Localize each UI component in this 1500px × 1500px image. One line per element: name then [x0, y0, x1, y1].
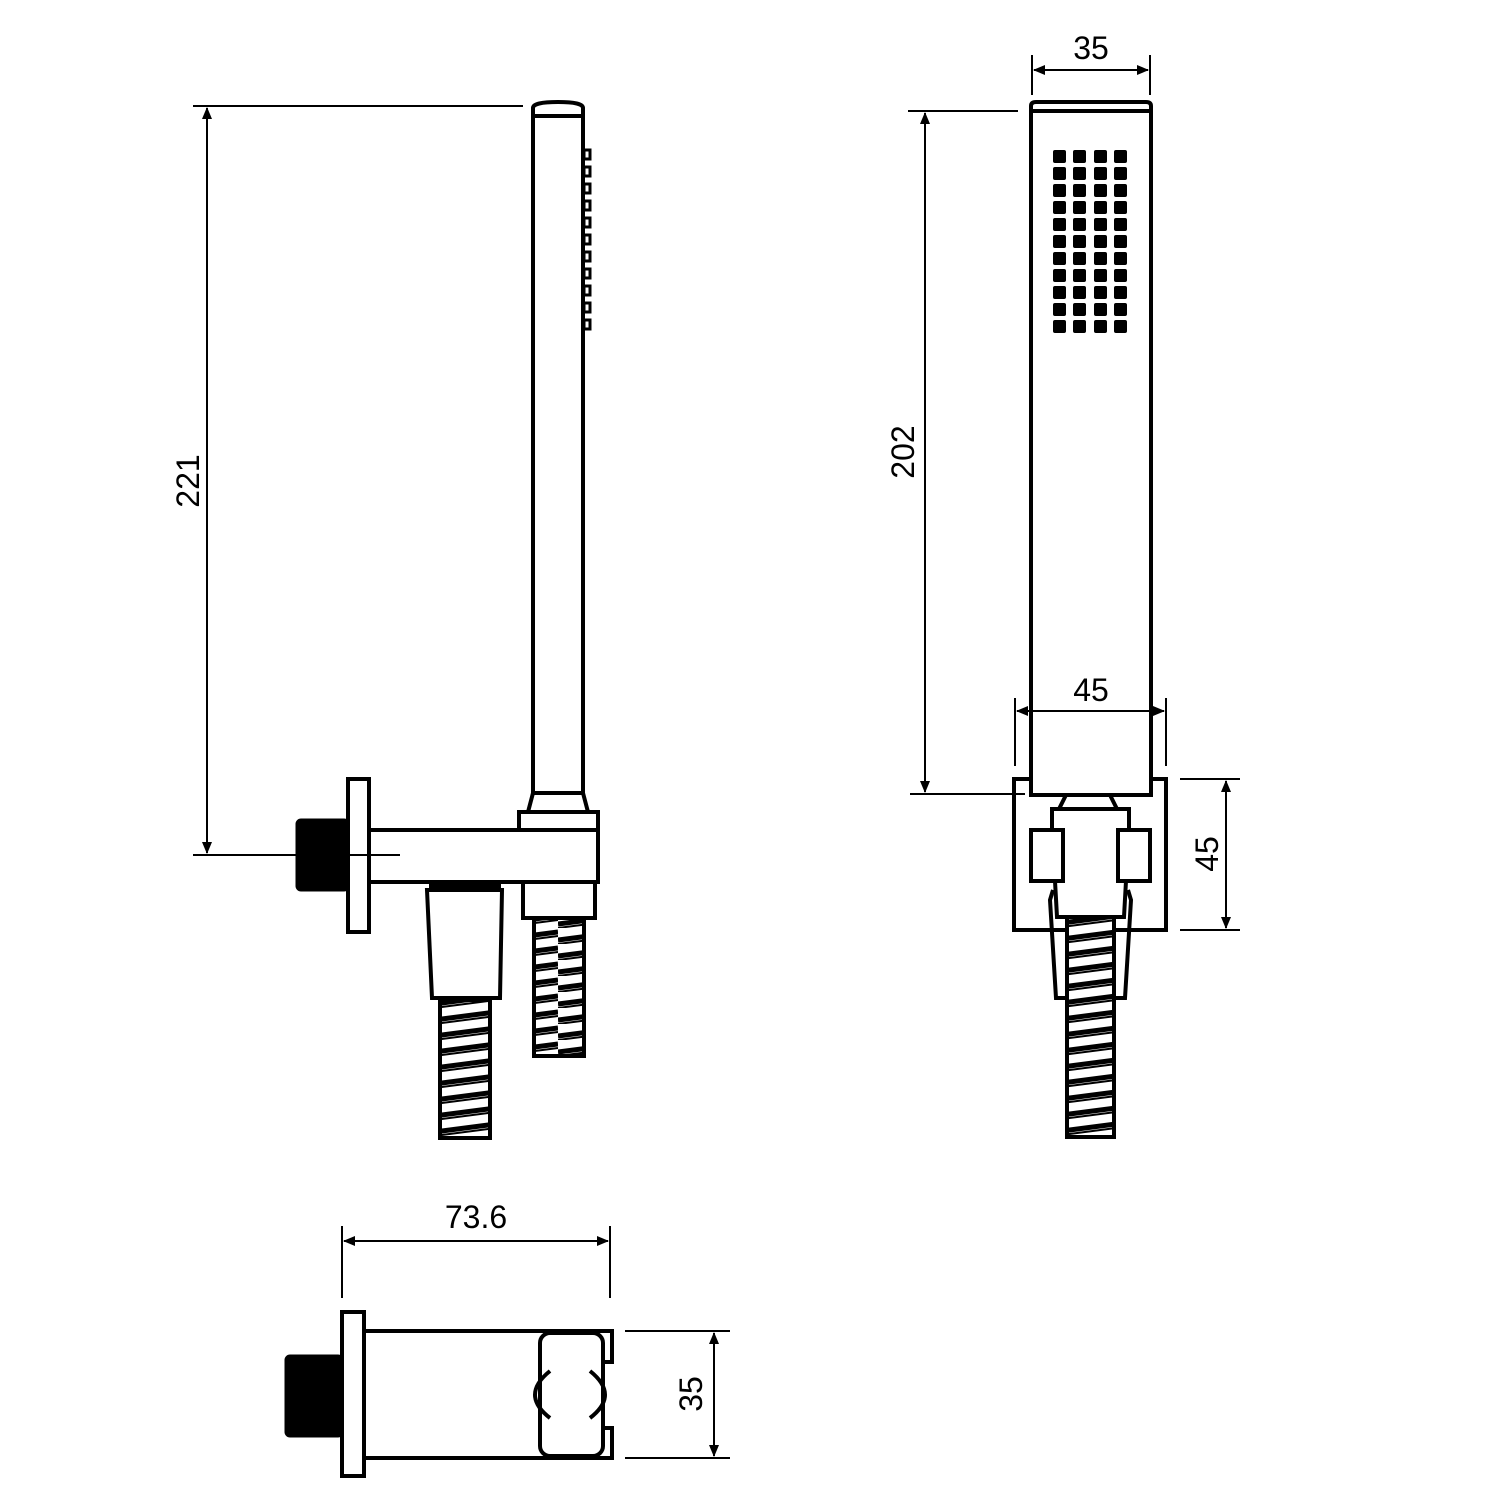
dimension-overall-height — [193, 105, 523, 856]
dimension-bracket-width — [1014, 698, 1167, 766]
spray-nozzle-grid — [1053, 150, 1127, 333]
handset-front — [1029, 100, 1153, 797]
top-holder — [538, 1331, 605, 1458]
hose-left — [438, 998, 492, 1140]
threaded-inlet — [295, 818, 350, 892]
holder-bottom — [521, 880, 597, 920]
top-view — [284, 1226, 730, 1478]
label-handset-height: 202 — [885, 425, 921, 479]
nozzle-ribs — [582, 148, 592, 331]
hose-nut — [424, 888, 505, 1000]
label-overall-height: 221 — [170, 454, 206, 508]
label-bracket-height: 45 — [1189, 836, 1225, 872]
label-handset-width: 35 — [1073, 30, 1109, 66]
outlet-arm — [367, 828, 600, 884]
label-bracket-width: 45 — [1073, 672, 1109, 708]
label-projection-depth: 73.6 — [444, 1199, 508, 1235]
top-wall-flange — [340, 1310, 366, 1478]
clip-right — [1116, 828, 1152, 883]
top-body — [364, 1329, 614, 1460]
dimension-handset-width — [1031, 55, 1151, 95]
dimension-projection-depth — [341, 1226, 611, 1298]
front-view — [908, 55, 1240, 1139]
dimension-bracket-height — [1180, 778, 1240, 931]
side-view — [193, 99, 600, 1140]
dimension-body-width — [625, 1330, 730, 1459]
top-threaded-inlet — [284, 1354, 344, 1438]
handset-side — [525, 99, 591, 814]
clip-left — [1029, 828, 1065, 883]
hose-front — [1065, 915, 1116, 1139]
label-body-width: 35 — [673, 1376, 709, 1412]
bracket-plate — [1012, 777, 1168, 932]
holder-top — [517, 810, 600, 832]
hose-right — [532, 916, 586, 1058]
dimension-handset-height — [908, 110, 1025, 795]
